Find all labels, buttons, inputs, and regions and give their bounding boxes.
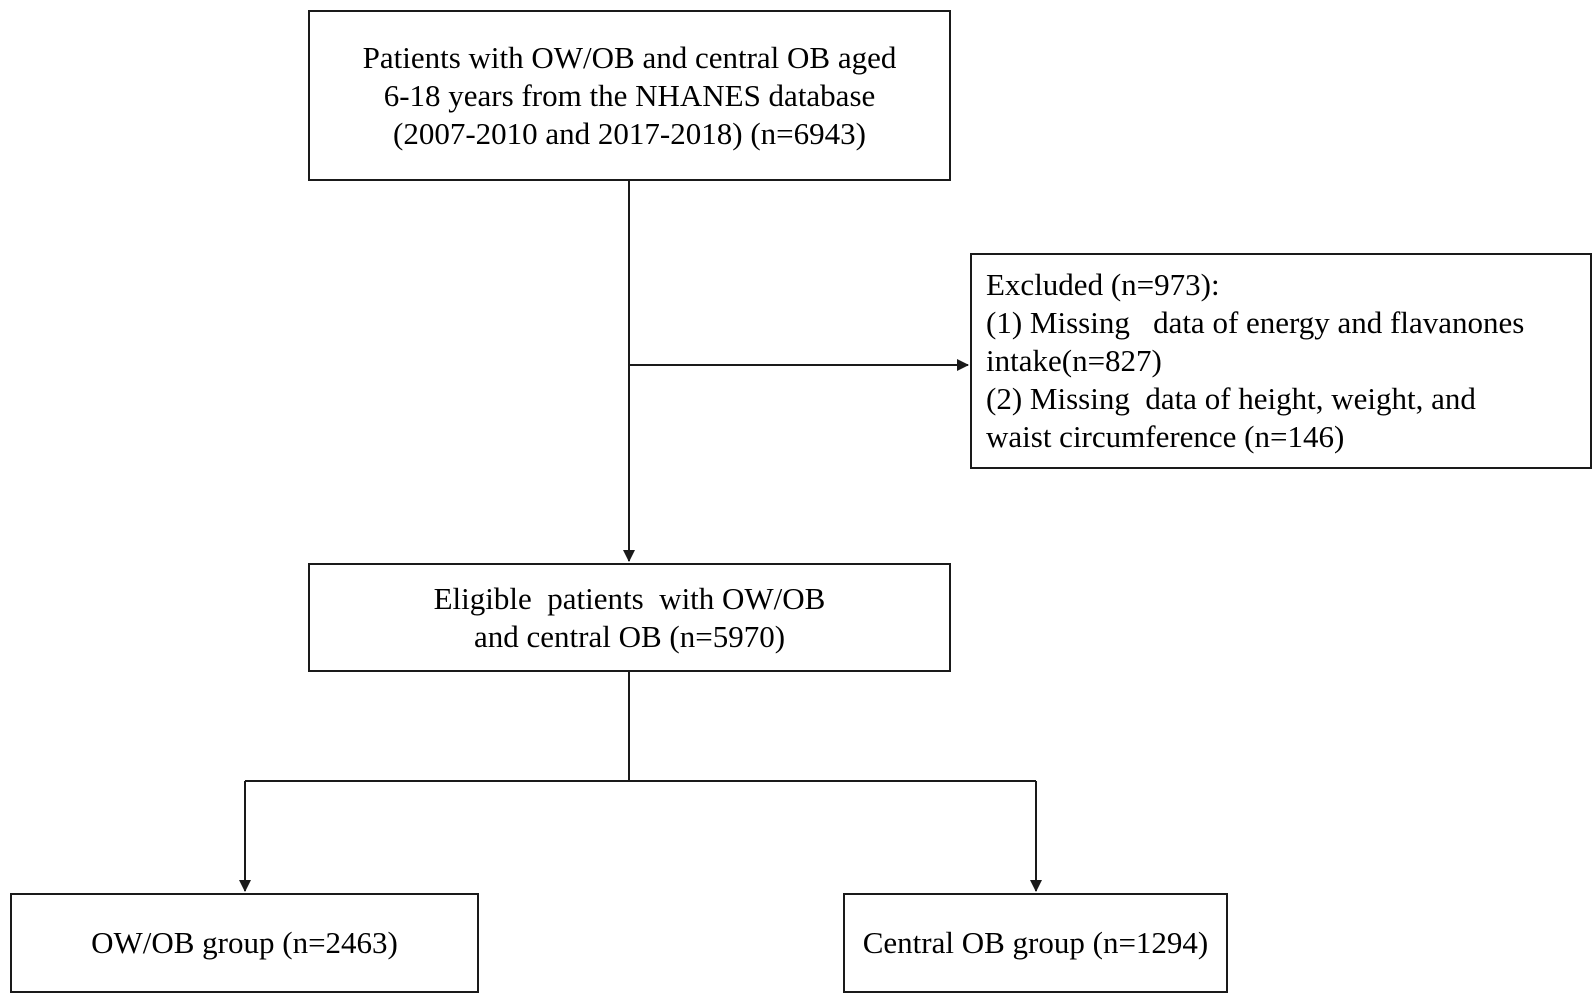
source-population-line-1: Patients with OW/OB and central OB aged — [362, 39, 897, 75]
excluded-line-4: (2) Missing data of height, weight, and — [986, 381, 1476, 416]
owob-group-label: OW/OB group (n=2463) — [91, 925, 398, 960]
source-population-line-2: 6-18 years from the NHANES database — [383, 77, 876, 113]
source-population-line-3: (2007-2010 and 2017-2018) (n=6943) — [393, 115, 866, 151]
owob-group-box: OW/OB group (n=2463) — [10, 893, 479, 993]
central-ob-group-box: Central OB group (n=1294) — [843, 893, 1228, 993]
eligible-patients-line-1: Eligible patients with OW/OB — [433, 580, 826, 616]
eligible-patients-box: Eligible patients with OW/OB and central… — [308, 563, 951, 672]
eligible-patients-line-2: and central OB (n=5970) — [473, 618, 786, 654]
excluded-box: Excluded (n=973): (1) Missing data of en… — [970, 253, 1592, 469]
excluded-line-1: Excluded (n=973): — [986, 267, 1220, 302]
central-ob-group-label: Central OB group (n=1294) — [862, 925, 1209, 960]
excluded-line-2: (1) Missing data of energy and flavanone… — [986, 305, 1525, 340]
excluded-line-5: waist circumference (n=146) — [986, 419, 1345, 454]
excluded-line-3: intake(n=827) — [986, 343, 1162, 378]
source-population-box: Patients with OW/OB and central OB aged … — [308, 10, 951, 181]
